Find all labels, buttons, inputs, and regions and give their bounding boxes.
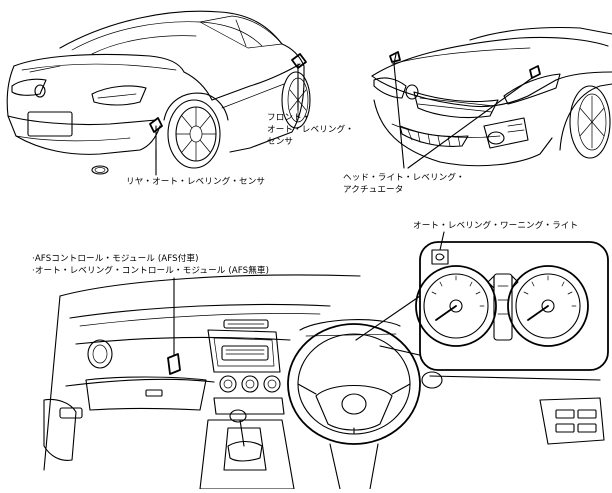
label-control-module-afs: ·AFSコントロール・モジュール (AFS付車) (32, 254, 199, 264)
instrument-cluster-callout (355, 231, 609, 371)
label-front-sensor: フロント・ オート・レベリング・ センサ (267, 112, 354, 148)
leader-lines (155, 63, 533, 176)
label-control-module-no-afs: ·オート・レベリング・コントロール・モジュール (AFS無車) (32, 266, 270, 276)
label-front-sensor-line3: センサ (267, 137, 294, 147)
label-headlight-actuator: ヘッド・ライト・レベリング・ アクチュエータ (343, 172, 465, 196)
label-rear-sensor: リヤ・オート・レベリング・センサ (126, 177, 266, 187)
label-front-sensor-line1: フロント・ (267, 113, 311, 123)
label-warning-light: オート・レベリング・ワーニング・ライト (413, 221, 579, 231)
label-front-sensor-line2: オート・レベリング・ (267, 125, 354, 135)
rear-car-illustration (6, 10, 311, 175)
front-car-illustration (371, 26, 612, 167)
interior-dashboard-illustration (43, 274, 605, 490)
label-headlight-actuator-line1: ヘッド・ライト・レベリング・ (343, 173, 465, 183)
label-headlight-actuator-line2: アクチュエータ (343, 185, 404, 195)
